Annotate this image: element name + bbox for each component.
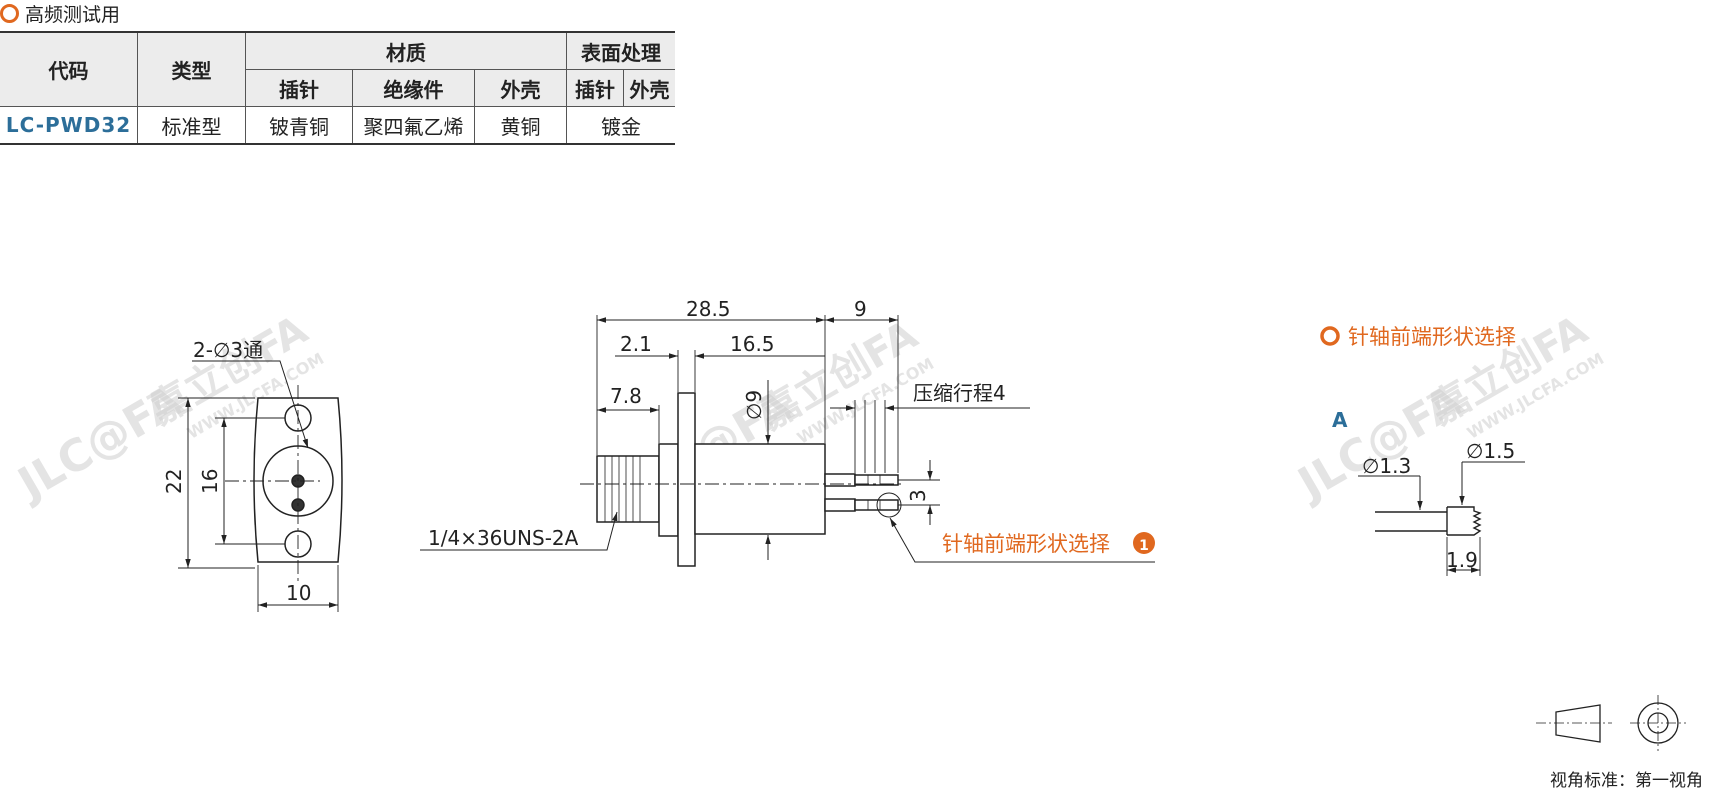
header-pin: 插针 — [245, 69, 353, 107]
side-view-dims — [420, 315, 1155, 563]
header-surface: 表面处理 — [566, 31, 675, 70]
view-standard-note: 视角标准：第一视角 — [1550, 771, 1703, 791]
hole-note: 2-∅3通 — [193, 338, 263, 362]
dim-28-5: 28.5 — [686, 297, 731, 321]
dim-diameter-9: ∅9 — [742, 390, 766, 420]
projection-symbol-icon — [1536, 695, 1686, 751]
cell-type: 标准型 — [137, 106, 246, 145]
header-surface-pin: 插针 — [566, 69, 624, 107]
dim-10: 10 — [286, 581, 311, 605]
section-title-text: 高频测试用 — [25, 3, 121, 26]
header-insulator: 绝缘件 — [352, 69, 475, 107]
detail-label-a: A — [1332, 408, 1348, 432]
spec-table: 代码 类型 材质 表面处理 插针 绝缘件 外壳 插针 外壳 LC-PWD32 标… — [0, 31, 675, 145]
stroke-note: 压缩行程4 — [913, 381, 1006, 405]
dim-diameter-1-5: ∅1.5 — [1466, 439, 1515, 463]
cell-insulator: 聚四氟乙烯 — [352, 106, 475, 145]
dim-1-9: 1.9 — [1446, 548, 1478, 572]
tip-badge-number: 1 — [1139, 538, 1149, 554]
detail-a-drawing — [1358, 461, 1525, 576]
dim-2-1: 2.1 — [620, 332, 652, 356]
dim-7-8: 7.8 — [610, 384, 642, 408]
side-view — [596, 392, 902, 567]
dim-22: 22 — [162, 469, 186, 494]
dim-16: 16 — [198, 469, 222, 494]
section-title: 高频测试用 — [0, 0, 120, 26]
cell-pin: 铍青铜 — [245, 106, 353, 145]
thread-note: 1/4×36UNS-2A — [428, 526, 579, 550]
cell-shell: 黄铜 — [474, 106, 567, 145]
header-shell: 外壳 — [474, 69, 567, 107]
detail-bullet-icon — [1320, 326, 1340, 346]
dim-9: 9 — [854, 297, 867, 321]
header-code: 代码 — [0, 31, 138, 107]
header-material: 材质 — [245, 31, 567, 70]
detail-title: 针轴前端形状选择 — [1320, 325, 1516, 349]
dim-diameter-1-3: ∅1.3 — [1362, 454, 1411, 478]
front-view — [178, 360, 343, 612]
header-type: 类型 — [137, 31, 246, 107]
tip-badge-icon — [1133, 532, 1155, 554]
cell-surface: 镀金 — [566, 106, 675, 145]
header-surface-shell: 外壳 — [623, 69, 675, 107]
cell-code: LC-PWD32 — [0, 106, 138, 145]
dim-16-5: 16.5 — [730, 332, 775, 356]
detail-title-text: 针轴前端形状选择 — [1348, 325, 1516, 349]
dim-3: 3 — [906, 489, 930, 502]
tip-shape-note: 针轴前端形状选择 — [942, 532, 1110, 556]
circle-bullet-icon — [0, 3, 19, 23]
